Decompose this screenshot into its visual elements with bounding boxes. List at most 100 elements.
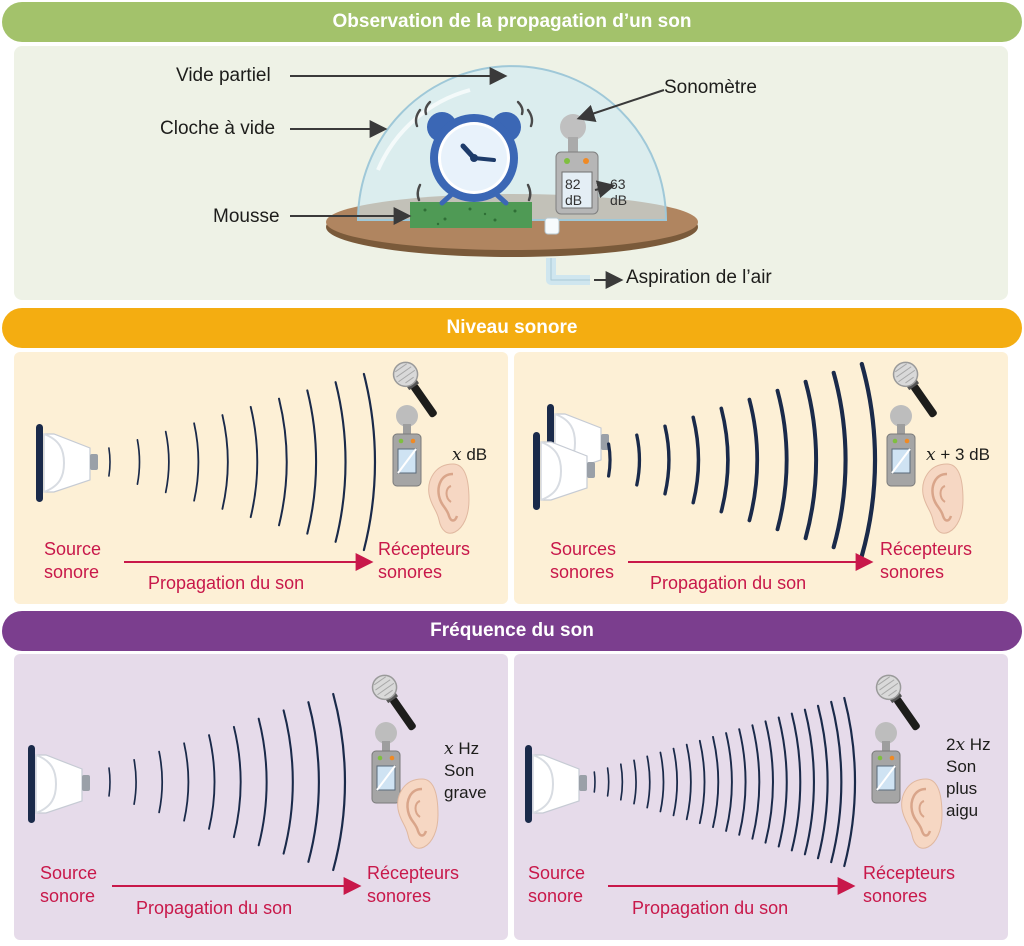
wave-arc [777, 716, 788, 848]
wave-arc [307, 701, 320, 863]
wave-arc [831, 370, 848, 550]
source-label: Source sonore [44, 538, 101, 584]
meter-reading-1: 82 dB [565, 176, 582, 208]
wave-arc [193, 422, 200, 502]
receptor-label: Récepteurs sonores [378, 538, 470, 584]
meter-value: 82 [565, 176, 581, 192]
wave-arc [712, 735, 720, 829]
meter-reading-2: 63 dB [610, 176, 627, 208]
coefficient: 2 [946, 735, 956, 754]
wave-arc [747, 397, 760, 523]
sound-meter-icon [392, 404, 422, 487]
sound-meter-icon [371, 721, 401, 804]
variable-x: x [452, 445, 462, 465]
wave-arc [633, 759, 637, 805]
section2-right-panel [514, 352, 1008, 604]
wave-arc [619, 763, 624, 801]
wave-arc [593, 771, 596, 793]
source-label: Source sonore [528, 862, 585, 908]
wave-arc [685, 743, 692, 821]
wave-arc [775, 388, 789, 532]
vacuum-bell-illustration [326, 65, 698, 285]
propagation-label: Propagation du son [650, 573, 807, 593]
wave-arc [208, 734, 216, 830]
wave-arc [249, 405, 259, 519]
wave-arc [646, 755, 651, 809]
source-line1: Source [44, 539, 102, 559]
wave-arc [764, 720, 774, 844]
source-line2: sonore [528, 886, 584, 906]
sound-waves [108, 692, 347, 872]
level-unit: dB [461, 445, 488, 464]
frequency-unit: Hz [453, 739, 480, 758]
meter-unit: dB [610, 192, 628, 208]
tone-word: Son [444, 761, 475, 780]
sound-waves [607, 361, 878, 559]
wave-arc [306, 389, 318, 535]
wave-arc [133, 758, 137, 806]
wave-arc [751, 724, 761, 840]
source-line2: sonores [550, 562, 615, 582]
receptor-line1: Récepteurs [367, 863, 460, 883]
section2-left-panel [14, 352, 508, 604]
wave-arc [830, 700, 843, 864]
wave-arc [606, 767, 610, 797]
wave-arc [257, 717, 268, 847]
wave-arc [607, 442, 612, 478]
receptor-line2: sonores [863, 886, 928, 906]
source-line1: Sources [550, 539, 617, 559]
source-label: Sources sonores [550, 538, 616, 584]
receptor-line2: sonores [880, 562, 945, 582]
frequency-unit: Hz [965, 735, 991, 754]
receptor-line1: Récepteurs [378, 539, 471, 559]
source-line2: sonore [44, 562, 100, 582]
receptor-line1: Récepteurs [880, 539, 973, 559]
wave-arc [698, 739, 706, 825]
level-unit: + 3 dB [935, 445, 990, 464]
level-value: x dB [452, 444, 487, 466]
wave-arc [221, 414, 229, 510]
section2-title: Niveau sonore [2, 308, 1022, 348]
propagation-label: Propagation du son [136, 898, 293, 918]
source-line1: Source [528, 863, 586, 883]
label-aspiration: Aspiration de l’air [626, 267, 772, 288]
source-label: Source sonore [40, 862, 97, 908]
wave-arc [136, 438, 141, 486]
meter-value: 63 [610, 176, 626, 192]
section1-arrows [290, 67, 665, 289]
wave-arc [164, 430, 170, 494]
frequency-value: x Hz [444, 738, 487, 760]
tone-word: grave [444, 783, 487, 802]
section1-title: Observation de la propagation d’un son [2, 2, 1022, 42]
tone-word: plus [946, 779, 978, 798]
frequency-label: 2x Hz Son plus aigu [946, 734, 991, 822]
label-cloche: Cloche à vide [160, 118, 276, 139]
variable-x: x [926, 445, 936, 465]
variable-x: x [955, 735, 966, 755]
wave-arc [816, 704, 829, 860]
receptor-line1: Récepteurs [863, 863, 956, 883]
wave-arc [663, 424, 671, 496]
wave-arc [859, 361, 878, 559]
section3-title: Fréquence du son [2, 611, 1022, 651]
wave-arc [803, 379, 819, 541]
receptor-line2: sonores [378, 562, 443, 582]
sound-meter-icon [871, 721, 901, 804]
wave-arc [334, 381, 347, 543]
wave-arc [790, 712, 802, 852]
source-line1: Source [40, 863, 98, 883]
frequency-label: x Hz Son grave [444, 738, 487, 804]
wave-arc [659, 751, 665, 813]
wave-arc [725, 732, 733, 832]
wave-arc [843, 696, 857, 868]
meter-unit: dB [565, 192, 583, 208]
sound-waves [593, 696, 857, 868]
tone-word: aigu [946, 801, 979, 820]
frequency-value: 2x Hz [946, 734, 991, 756]
receptor-label: Récepteurs sonores [863, 862, 955, 908]
wave-arc [282, 709, 294, 855]
label-mousse: Mousse [213, 206, 280, 227]
receptor-label: Récepteurs sonores [880, 538, 972, 584]
sound-meter-icon [886, 404, 916, 487]
receptor-label: Récepteurs sonores [367, 862, 459, 908]
